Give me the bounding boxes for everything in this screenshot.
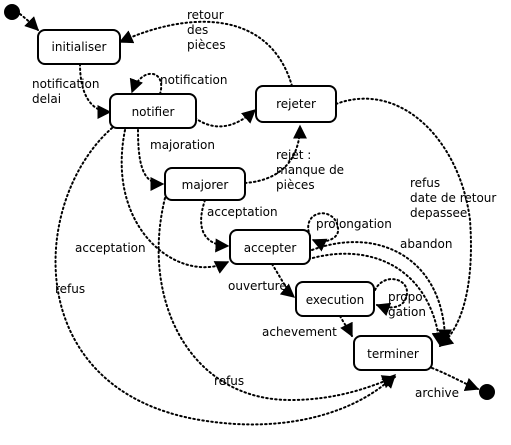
- edge-notifier-self: [129, 72, 163, 95]
- label-ouverture: ouverture: [228, 279, 287, 293]
- edge-majorer-accepter: [200, 199, 230, 253]
- label-refus-bottom: refus: [214, 374, 244, 388]
- edge-rejeter-terminer: [335, 97, 472, 347]
- label-majoration: majoration: [150, 138, 215, 152]
- label-prolongation: prolongation: [316, 217, 392, 231]
- label-notification: notification: [160, 73, 227, 87]
- edge-notifier-accepter: [120, 129, 230, 274]
- state-notifier: notifier: [109, 93, 197, 129]
- label-gation: gation: [388, 305, 426, 319]
- label-achevement: achevement: [262, 325, 337, 339]
- state-label: majorer: [182, 178, 229, 192]
- label-refus-date-1: refus: [410, 176, 440, 190]
- label-refus-date-2: date de retour: [410, 191, 496, 205]
- edge-majorer-rejeter: [244, 124, 307, 184]
- label-des: des: [187, 23, 208, 37]
- edge-terminer-final: [431, 367, 480, 392]
- transitions: [19, 13, 480, 426]
- edge-rejeter-initialiser: [118, 20, 293, 87]
- label-rejet-3: pièces: [276, 178, 315, 192]
- state-accepter: accepter: [229, 229, 311, 265]
- label-abandon: abandon: [400, 237, 453, 251]
- label-refus-date-3: depassee: [410, 206, 467, 220]
- edge-notifier-terminer-refus: [54, 127, 396, 426]
- label-notification-delai-1: notification: [32, 77, 99, 91]
- edge-accepter-terminer: [311, 241, 452, 344]
- label-notification-delai-2: delai: [32, 92, 61, 106]
- edge-initialiser-notifier: [79, 63, 112, 119]
- edge-notifier-majorer: [137, 129, 165, 191]
- label-refus-left: refus: [55, 282, 85, 296]
- edge-accepter-terminer-2: [299, 252, 446, 347]
- label-acceptation-2: acceptation: [75, 241, 146, 255]
- final-node: [479, 384, 495, 400]
- label-propo: propo: [388, 290, 423, 304]
- state-label: notifier: [132, 105, 175, 119]
- edge-labels: retour des pièces notification delai not…: [32, 8, 496, 400]
- edge-execution-terminer: [339, 315, 353, 338]
- label-pieces: pièces: [187, 38, 226, 52]
- state-execution: execution: [295, 281, 375, 317]
- edge-accepter-execution: [271, 263, 296, 298]
- edge-accepter-self: [307, 212, 340, 252]
- label-rejet-1: rejet :: [276, 148, 311, 162]
- label-acceptation-1: acceptation: [207, 205, 278, 219]
- state-majorer: majorer: [164, 167, 246, 201]
- state-label: rejeter: [276, 97, 316, 111]
- state-label: terminer: [367, 347, 419, 361]
- label-rejet-2: manque de: [276, 163, 344, 177]
- initial-node: [4, 4, 20, 20]
- edge-notifier-rejeter: [194, 109, 257, 128]
- state-label: execution: [306, 293, 364, 307]
- label-retour: retour: [187, 8, 224, 22]
- label-archive: archive: [415, 386, 459, 400]
- state-rejeter: rejeter: [255, 85, 337, 123]
- edge-execution-self: [374, 278, 408, 316]
- state-initialiser: initialiser: [37, 29, 121, 65]
- state-label: initialiser: [52, 40, 107, 54]
- state-terminer: terminer: [353, 335, 433, 371]
- edge-start-initialiser: [19, 13, 39, 31]
- state-label: accepter: [244, 241, 297, 255]
